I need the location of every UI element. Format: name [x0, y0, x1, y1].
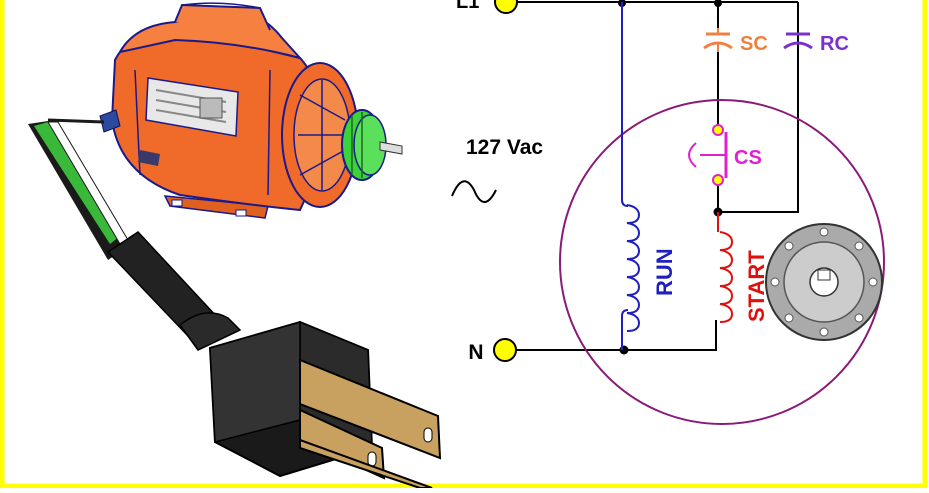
- voltage-label: 127 Vac: [466, 136, 543, 159]
- start-label: START: [744, 250, 769, 322]
- junction-dots: [618, 0, 723, 355]
- cs-label: CS: [734, 147, 762, 169]
- rc-label: RC: [820, 33, 849, 55]
- cs-switch: CS: [688, 124, 762, 186]
- rotor-icon: [765, 223, 883, 341]
- run-coil: RUN: [621, 2, 677, 350]
- l1-label: L1: [456, 0, 479, 13]
- power-plug-illustration: [28, 118, 442, 489]
- sc-capacitor: SC: [703, 28, 768, 55]
- start-coil: START: [715, 212, 769, 350]
- rc-capacitor: RC: [783, 32, 849, 55]
- n-label: N: [468, 341, 483, 364]
- motor-housing-circle: [559, 99, 885, 425]
- n-terminal: [493, 338, 517, 362]
- l1-terminal: [494, 0, 518, 14]
- motor-illustration: [99, 2, 403, 219]
- ac-sine-wave-icon: [451, 180, 497, 203]
- run-label: RUN: [652, 248, 677, 296]
- sc-label: SC: [740, 33, 768, 55]
